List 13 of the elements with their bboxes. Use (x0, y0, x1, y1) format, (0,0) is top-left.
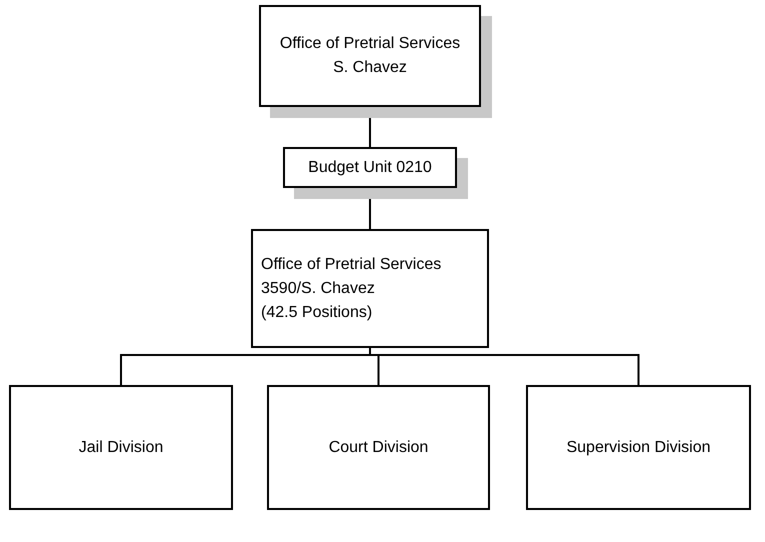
box-label: Budget Unit 0210 (308, 158, 432, 178)
box-label: Jail Division (78, 438, 164, 458)
division-box (9, 385, 233, 510)
division-box (526, 385, 751, 510)
box-label: 3590/S. Chavez (261, 278, 375, 298)
connector-line (369, 348, 640, 385)
box-label: Office of Pretrial Services (261, 254, 442, 274)
box-label: (42.5 Positions) (261, 302, 372, 322)
box-label: Court Division (328, 438, 428, 458)
office-box (251, 229, 489, 348)
box-label: Supervision Division (566, 438, 711, 458)
box-label: Office of Pretrial Services S. Chavez (278, 34, 462, 78)
division-box (267, 385, 490, 510)
